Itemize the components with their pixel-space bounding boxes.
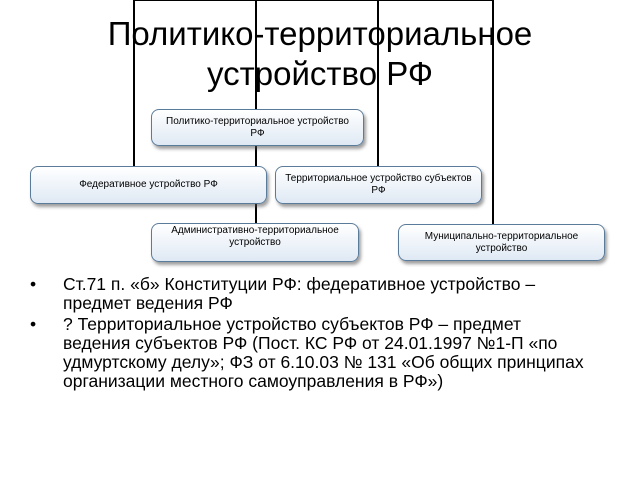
bullet-text: ? Территориальное устройство субъектов Р… bbox=[63, 314, 584, 391]
node-political-territorial-structure: Политико-территориальное устройство РФ bbox=[151, 109, 364, 146]
node-administrative-territorial-structure: Административно-территориальное устройст… bbox=[151, 223, 359, 262]
node-federal-structure: Федеративное устройство РФ bbox=[30, 166, 267, 204]
bullet-text: Ст.71 п. «б» Конституции РФ: федеративно… bbox=[63, 274, 536, 313]
bullet-marker: • bbox=[30, 314, 37, 334]
node-label: Территориальное устройство субъектов РФ bbox=[285, 173, 472, 196]
node-label: Политико-территориальное устройство РФ bbox=[166, 115, 349, 139]
node-label: Административно-территориальное устройст… bbox=[171, 225, 339, 248]
node-label: Муниципально-территориальное устройство bbox=[424, 230, 579, 254]
slide-title: Политико-территориальное устройство РФ bbox=[107, 15, 533, 92]
node-subjects-territorial-structure: Территориальное устройство субъектов РФ bbox=[275, 166, 482, 204]
bullet-marker: • bbox=[30, 274, 37, 294]
connector-frame bbox=[133, 0, 494, 224]
bullet-item: • Ст.71 п. «б» Конституции РФ: федератив… bbox=[30, 275, 590, 313]
node-label: Федеративное устройство РФ bbox=[79, 179, 218, 190]
bullet-list: • Ст.71 п. «б» Конституции РФ: федератив… bbox=[30, 275, 590, 393]
bullet-item: • ? Территориальное устройство субъектов… bbox=[30, 315, 590, 391]
node-municipal-territorial-structure: Муниципально-территориальное устройство bbox=[398, 224, 605, 261]
